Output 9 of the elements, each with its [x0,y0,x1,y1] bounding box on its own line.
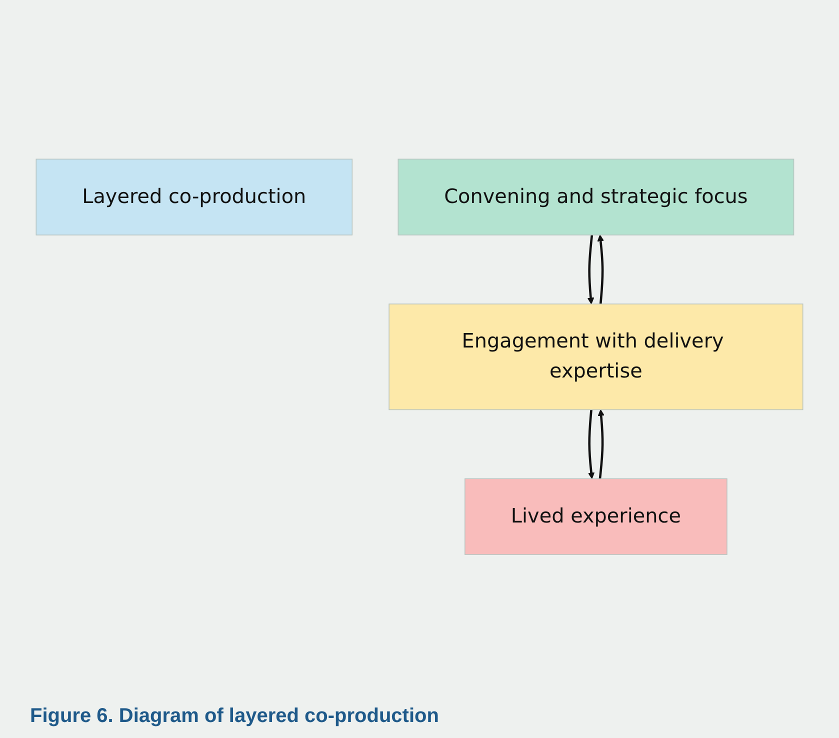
arrow [587,234,594,304]
arrow [597,234,604,304]
node-box: Convening and strategic focus [398,158,794,236]
arrow [598,409,604,478]
node-box: Lived experience [464,478,728,555]
node-box: Layered co-production [36,158,353,236]
figure-caption: Figure 6. Diagram of layered co-production [30,705,440,728]
arrow [588,409,595,479]
node-box: Engagement with delivery expertise [388,303,804,410]
